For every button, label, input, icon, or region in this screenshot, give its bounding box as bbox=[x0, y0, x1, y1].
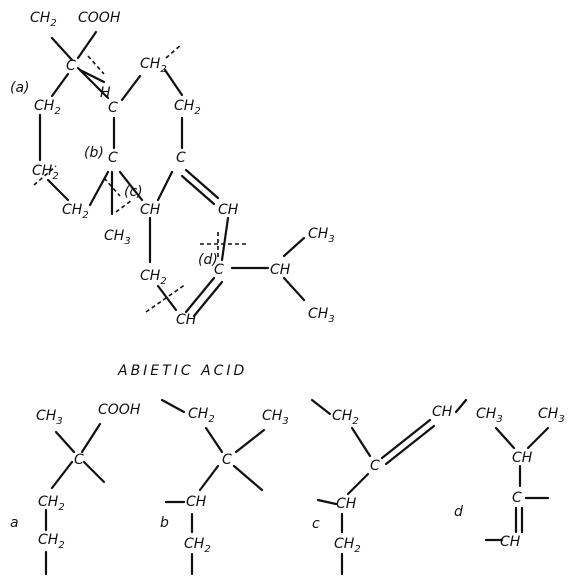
frag-d-bond bbox=[494, 426, 516, 450]
cleavage-mark bbox=[115, 199, 133, 213]
c-label: C bbox=[108, 100, 118, 116]
mark-b: (b) bbox=[84, 145, 104, 161]
ch-label: CH bbox=[270, 262, 291, 278]
mark-d: (d) bbox=[198, 252, 218, 268]
frag-b-bond bbox=[204, 426, 224, 454]
bond-line bbox=[50, 36, 74, 62]
cut-marks bbox=[33, 43, 246, 313]
cleavage-mark bbox=[87, 55, 105, 75]
frag-c-bond bbox=[380, 418, 432, 460]
frag-b-ch3: CH3 bbox=[262, 408, 289, 427]
frag-b-c: C bbox=[222, 452, 232, 468]
frag-d-c: C bbox=[512, 490, 522, 506]
frag-d-bond bbox=[526, 426, 550, 450]
frag-d-ch: CH bbox=[500, 534, 521, 550]
frag-b-ch2: CH2 bbox=[188, 406, 215, 425]
frag-c-ch2: CH2 bbox=[334, 536, 361, 555]
c-label: C bbox=[108, 150, 118, 166]
bond-line bbox=[120, 74, 142, 102]
ch2-label: CH2 bbox=[62, 202, 89, 221]
h-label: H bbox=[100, 85, 111, 101]
frag-a-bond bbox=[82, 460, 106, 484]
frag-a-bond bbox=[80, 422, 102, 454]
frag-c-ch: CH bbox=[432, 404, 453, 420]
frag-a-ch3: CH3 bbox=[36, 408, 63, 427]
bond-line bbox=[282, 236, 306, 258]
frag-c-c: C bbox=[370, 458, 380, 474]
bond-line bbox=[184, 168, 220, 200]
bond-line bbox=[50, 72, 70, 98]
fragment-label-a: a bbox=[10, 515, 19, 531]
frag-a-c: C bbox=[74, 452, 84, 468]
frag-c-ch: CH bbox=[336, 496, 357, 512]
frag-b-bond bbox=[160, 398, 186, 414]
fragment-label-c: c bbox=[312, 516, 320, 532]
frag-b-ch: CH bbox=[186, 494, 207, 510]
ch2-label: CH2 bbox=[174, 98, 201, 117]
frag-b-ch2: CH2 bbox=[184, 536, 211, 555]
ch3-label: CH3 bbox=[308, 306, 335, 325]
caption: ABIETIC ACID bbox=[117, 363, 247, 379]
mark-a: (a) bbox=[10, 80, 30, 96]
frag-a-ch2: CH2 bbox=[38, 494, 65, 513]
frag-a-ch2: CH2 bbox=[38, 532, 65, 551]
ch-label: CH bbox=[176, 312, 197, 328]
bond-line bbox=[156, 284, 178, 312]
frag-b-bond bbox=[232, 464, 264, 492]
ch-label: CH bbox=[218, 202, 239, 218]
frag-d-ch: CH bbox=[512, 450, 533, 466]
ch-label: CH bbox=[140, 202, 161, 218]
ch2-label: CH2 bbox=[34, 98, 61, 117]
bond-lines bbox=[38, 30, 550, 576]
frag-a-bond bbox=[50, 460, 74, 490]
mark-c: (c) bbox=[124, 184, 143, 200]
frag-d-ch3: CH3 bbox=[476, 406, 503, 425]
fragment-label-b: b bbox=[160, 515, 169, 531]
ch2-label: CH2 bbox=[30, 10, 57, 29]
bond-line bbox=[76, 30, 98, 60]
frag-d-ch3: CH3 bbox=[538, 406, 565, 425]
frag-a-cooh: COOH bbox=[98, 402, 141, 418]
frag-c-bond bbox=[346, 472, 370, 496]
frag-b-bond bbox=[198, 464, 220, 492]
bond-line bbox=[282, 276, 306, 302]
bond-line bbox=[192, 280, 224, 318]
bond-line bbox=[46, 178, 70, 202]
ch3-label: CH3 bbox=[308, 226, 335, 245]
frag-c-ch2: CH2 bbox=[332, 408, 359, 427]
ch2-label: CH2 bbox=[32, 163, 59, 182]
bond-line bbox=[78, 68, 106, 84]
bond-line bbox=[118, 170, 144, 202]
frag-c-bond bbox=[310, 398, 332, 416]
frag-a-bond bbox=[54, 430, 76, 454]
c-label: C bbox=[214, 262, 224, 278]
ch2-label: CH2 bbox=[140, 268, 167, 287]
ch3-label: CH3 bbox=[104, 228, 131, 247]
cooh-label: COOH bbox=[78, 10, 121, 26]
fragment-label-d: d bbox=[454, 504, 463, 520]
cleavage-mark bbox=[165, 43, 183, 59]
ch2-label: CH2 bbox=[140, 56, 167, 75]
c-label: C bbox=[176, 150, 186, 166]
bond-line bbox=[88, 170, 110, 207]
bond-line bbox=[184, 276, 216, 314]
cleavage-mark bbox=[33, 165, 57, 186]
frag-b-bond bbox=[234, 428, 266, 454]
cleavage-mark bbox=[145, 283, 187, 313]
bond-line bbox=[163, 68, 184, 97]
frag-c-bond bbox=[454, 398, 468, 414]
bond-line bbox=[76, 66, 110, 100]
bond-line bbox=[156, 170, 174, 202]
bond-line bbox=[180, 174, 216, 206]
frag-c-bond bbox=[384, 424, 436, 466]
frag-c-bond bbox=[316, 498, 338, 506]
c-label: C bbox=[66, 58, 76, 74]
bond-line bbox=[220, 216, 230, 262]
frag-c-bond bbox=[350, 426, 372, 458]
